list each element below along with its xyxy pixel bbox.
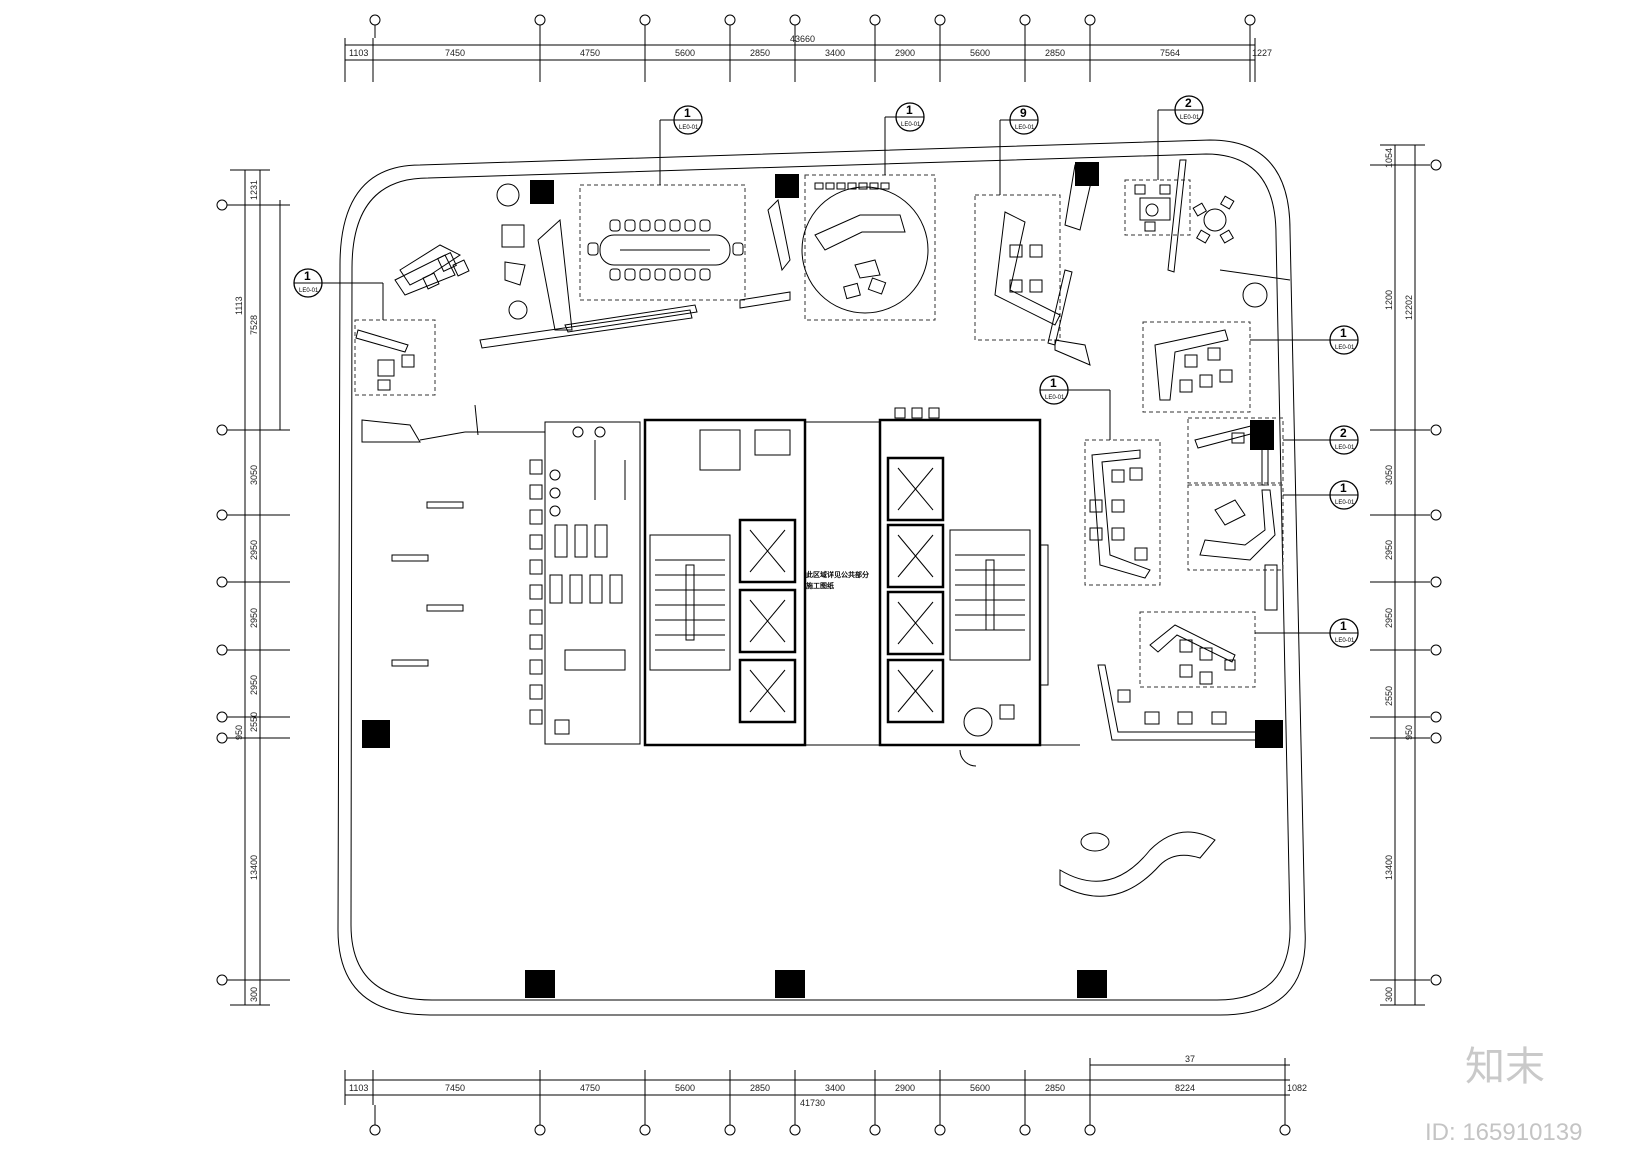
callout-c7: 1 LE0-01 — [1039, 375, 1111, 440]
callout-c6-number: 1 — [1340, 326, 1347, 340]
callout-c7-sheet: LE0-01 — [1045, 395, 1065, 401]
bottom-dim-2: 7450 — [445, 1083, 465, 1093]
callout-c8-sheet: LE0-01 — [1335, 445, 1355, 451]
core-note-line2: 施工图纸 — [806, 581, 834, 590]
left-dim-3: 7528 — [249, 315, 259, 335]
bottom-dim-7: 2900 — [895, 1083, 915, 1093]
top-dim-11: 1227 — [1252, 48, 1272, 58]
structural-columns — [362, 162, 1283, 998]
bottom-dim-4: 5600 — [675, 1083, 695, 1093]
right-dim-1: 1054 — [1384, 148, 1394, 168]
left-dim-4: 3050 — [249, 465, 259, 485]
callout-c2-sheet: LE0-01 — [901, 122, 921, 128]
top-dim-2: 7450 — [445, 48, 465, 58]
right-dim-10: 300 — [1384, 987, 1394, 1002]
bottom-dim-8: 5600 — [970, 1083, 990, 1093]
top-dim-1: 1103 — [349, 48, 368, 58]
left-dim-2: 1113 — [234, 296, 244, 315]
building-outline — [337, 139, 1306, 1016]
callout-c6-sheet: LE0-01 — [1335, 345, 1355, 351]
left-dim-1: 1231 — [249, 180, 259, 200]
callout-c8-number: 2 — [1340, 426, 1347, 440]
callout-c3-number: 9 — [1020, 106, 1027, 120]
top-dim-8: 5600 — [970, 48, 990, 58]
left-dim-11: 300 — [249, 987, 259, 1002]
callout-c4-sheet: LE0-01 — [1180, 115, 1200, 121]
north-zone-furniture — [354, 159, 1291, 443]
left-dim-5: 2950 — [249, 540, 259, 560]
right-dimension-chain: 1054 12202 1200 3050 2950 2950 2550 950 … — [1370, 144, 1442, 1006]
callout-c7-number: 1 — [1050, 376, 1057, 390]
top-dim-7: 2900 — [895, 48, 915, 58]
left-dim-7: 2950 — [249, 675, 259, 695]
callout-c5: 1 LE0-01 — [293, 268, 384, 320]
callout-c6: 1 LE0-01 — [1250, 325, 1359, 355]
top-dim-total: 43660 — [790, 34, 815, 44]
callout-c9-number: 1 — [1340, 481, 1347, 495]
right-dim-8: 950 — [1404, 725, 1414, 740]
top-dim-4: 5600 — [675, 48, 695, 58]
bottom-dim-6: 3400 — [825, 1083, 845, 1093]
left-dimension-chain: 1231 1113 7528 3050 2950 2950 2950 2550 … — [216, 169, 290, 1006]
bottom-dim-total: 41730 — [800, 1098, 825, 1108]
right-dim-6: 2950 — [1384, 608, 1394, 628]
bottom-dim-10: 8224 — [1175, 1083, 1195, 1093]
callout-c2-number: 1 — [906, 103, 913, 117]
top-dim-5: 2850 — [750, 48, 770, 58]
bottom-dim-sub: 37 — [1185, 1054, 1195, 1064]
callout-c4: 2 LE0-01 — [1157, 95, 1204, 180]
bottom-dim-1: 1103 — [349, 1083, 368, 1093]
callout-c10: 1 LE0-01 — [1255, 618, 1359, 648]
right-dim-7: 2550 — [1384, 686, 1394, 706]
callout-c5-sheet: LE0-01 — [299, 288, 319, 294]
watermark-logo: 知末 — [1465, 1044, 1545, 1090]
bottom-dimension-chain: 1103 7450 4750 5600 2850 3400 2900 5600 … — [344, 1054, 1307, 1136]
callout-c4-number: 2 — [1185, 96, 1192, 110]
watermark-id: ID: 165910139 — [1425, 1119, 1582, 1146]
top-dim-10: 7564 — [1160, 48, 1180, 58]
callout-c5-number: 1 — [304, 269, 311, 283]
top-dim-3: 4750 — [580, 48, 600, 58]
callout-c9-sheet: LE0-01 — [1335, 500, 1355, 506]
callout-c9: 1 LE0-01 — [1283, 480, 1359, 510]
right-dim-3: 1200 — [1384, 290, 1394, 310]
top-dim-6: 3400 — [825, 48, 845, 58]
top-dim-9: 2850 — [1045, 48, 1065, 58]
callout-c2: 1 LE0-01 — [884, 102, 925, 175]
bottom-dim-9: 2850 — [1045, 1083, 1065, 1093]
bottom-dim-3: 4750 — [580, 1083, 600, 1093]
callout-c3-sheet: LE0-01 — [1015, 125, 1035, 131]
left-dim-9: 950 — [234, 725, 244, 740]
callout-c1: 1 LE0-01 — [659, 105, 703, 185]
callout-c10-number: 1 — [1340, 619, 1347, 633]
right-dim-9: 13400 — [1384, 855, 1394, 880]
central-core: 此区域详见公共部分 施工图纸 — [465, 407, 1080, 767]
left-dim-10: 13400 — [249, 855, 259, 880]
top-dimension-chain: 1103 7450 4750 5600 2850 3400 2900 5600 … — [344, 14, 1272, 82]
left-dim-6: 2950 — [249, 608, 259, 628]
callout-c1-sheet: LE0-01 — [679, 125, 699, 131]
callout-c8: 2 LE0-01 — [1283, 425, 1359, 455]
bottom-dim-11: 1082 — [1287, 1083, 1307, 1093]
callout-c1-number: 1 — [684, 106, 691, 120]
callout-c3: 9 LE0-01 — [999, 105, 1039, 195]
right-dim-4: 3050 — [1384, 465, 1394, 485]
core-note-line1: 此区域详见公共部分 — [806, 570, 869, 579]
left-dim-8: 2550 — [249, 712, 259, 732]
right-dim-5: 2950 — [1384, 540, 1394, 560]
bottom-dim-5: 2850 — [750, 1083, 770, 1093]
east-zone-furniture — [1059, 321, 1284, 897]
callout-c10-sheet: LE0-01 — [1335, 638, 1355, 644]
right-dim-2: 12202 — [1404, 295, 1414, 320]
left-window-louvers — [391, 501, 464, 667]
